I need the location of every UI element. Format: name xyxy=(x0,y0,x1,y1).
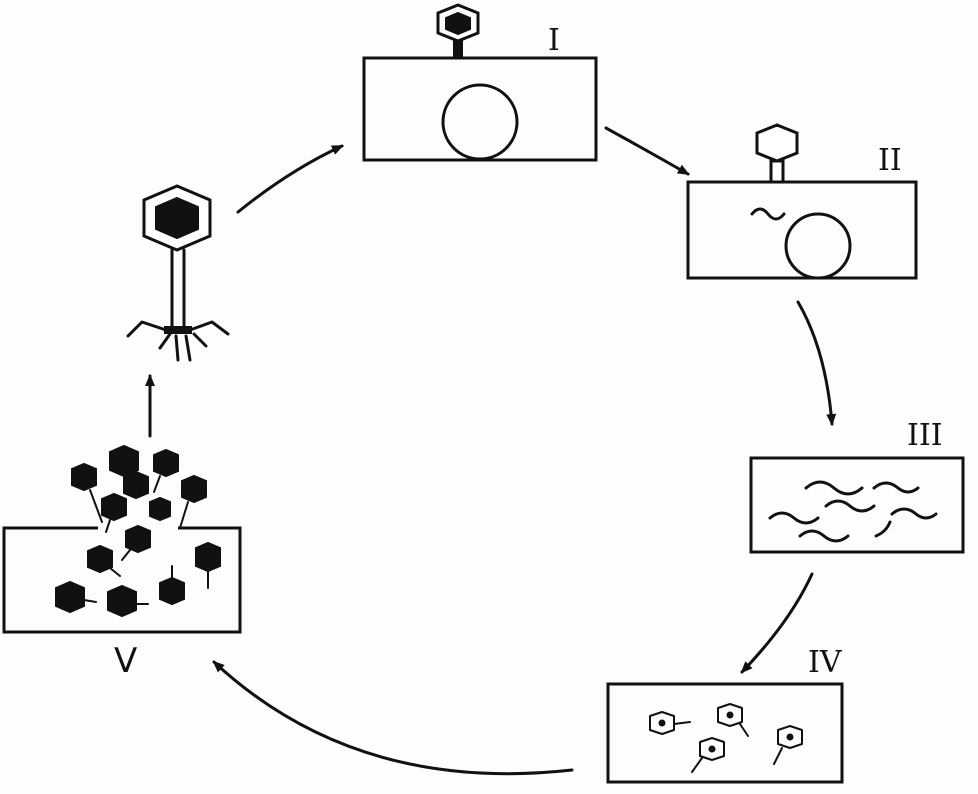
stage-4-cell xyxy=(606,682,844,784)
stage-4-capsid-parts xyxy=(649,703,803,773)
arrow-phage-to-stage-1 xyxy=(236,144,344,214)
stage-4-assembly: IV xyxy=(606,645,844,784)
arrow-stage-3-to-4 xyxy=(740,572,814,674)
stage-3-replication: III xyxy=(749,418,965,554)
free-phage-icon xyxy=(126,184,230,362)
stage-5-label: V xyxy=(114,641,137,681)
arrow-stage-2-to-3 xyxy=(796,300,837,426)
stage-2-cell xyxy=(686,180,918,280)
stage-2-label: II xyxy=(878,143,902,178)
stage-3-cell xyxy=(749,456,965,554)
stage-5-lysed-cell xyxy=(2,526,242,634)
stage-1-attachment: I xyxy=(362,3,598,162)
stage-1-bacterial-chromosome xyxy=(441,83,519,161)
cycle-arrows xyxy=(145,126,837,776)
stage-1-phage-icon xyxy=(436,3,480,58)
arrow-stage-1-to-2 xyxy=(604,126,690,176)
stage-1-label: I xyxy=(548,23,560,58)
stage-2-injection: II xyxy=(686,123,918,280)
stage-5-lysis: V xyxy=(2,444,242,681)
stage-2-empty-phage-icon xyxy=(755,123,799,184)
stage-1-cell xyxy=(362,56,598,162)
stage-3-label: III xyxy=(907,418,943,453)
stage-2-bacterial-chromosome xyxy=(784,212,852,280)
arrow-stage-4-to-5 xyxy=(212,660,574,776)
stage-2-injected-dna xyxy=(750,207,786,221)
stage-3-dna-copies xyxy=(768,480,938,543)
stage-4-label: IV xyxy=(808,645,843,680)
stage-5-progeny-phages xyxy=(55,444,221,618)
